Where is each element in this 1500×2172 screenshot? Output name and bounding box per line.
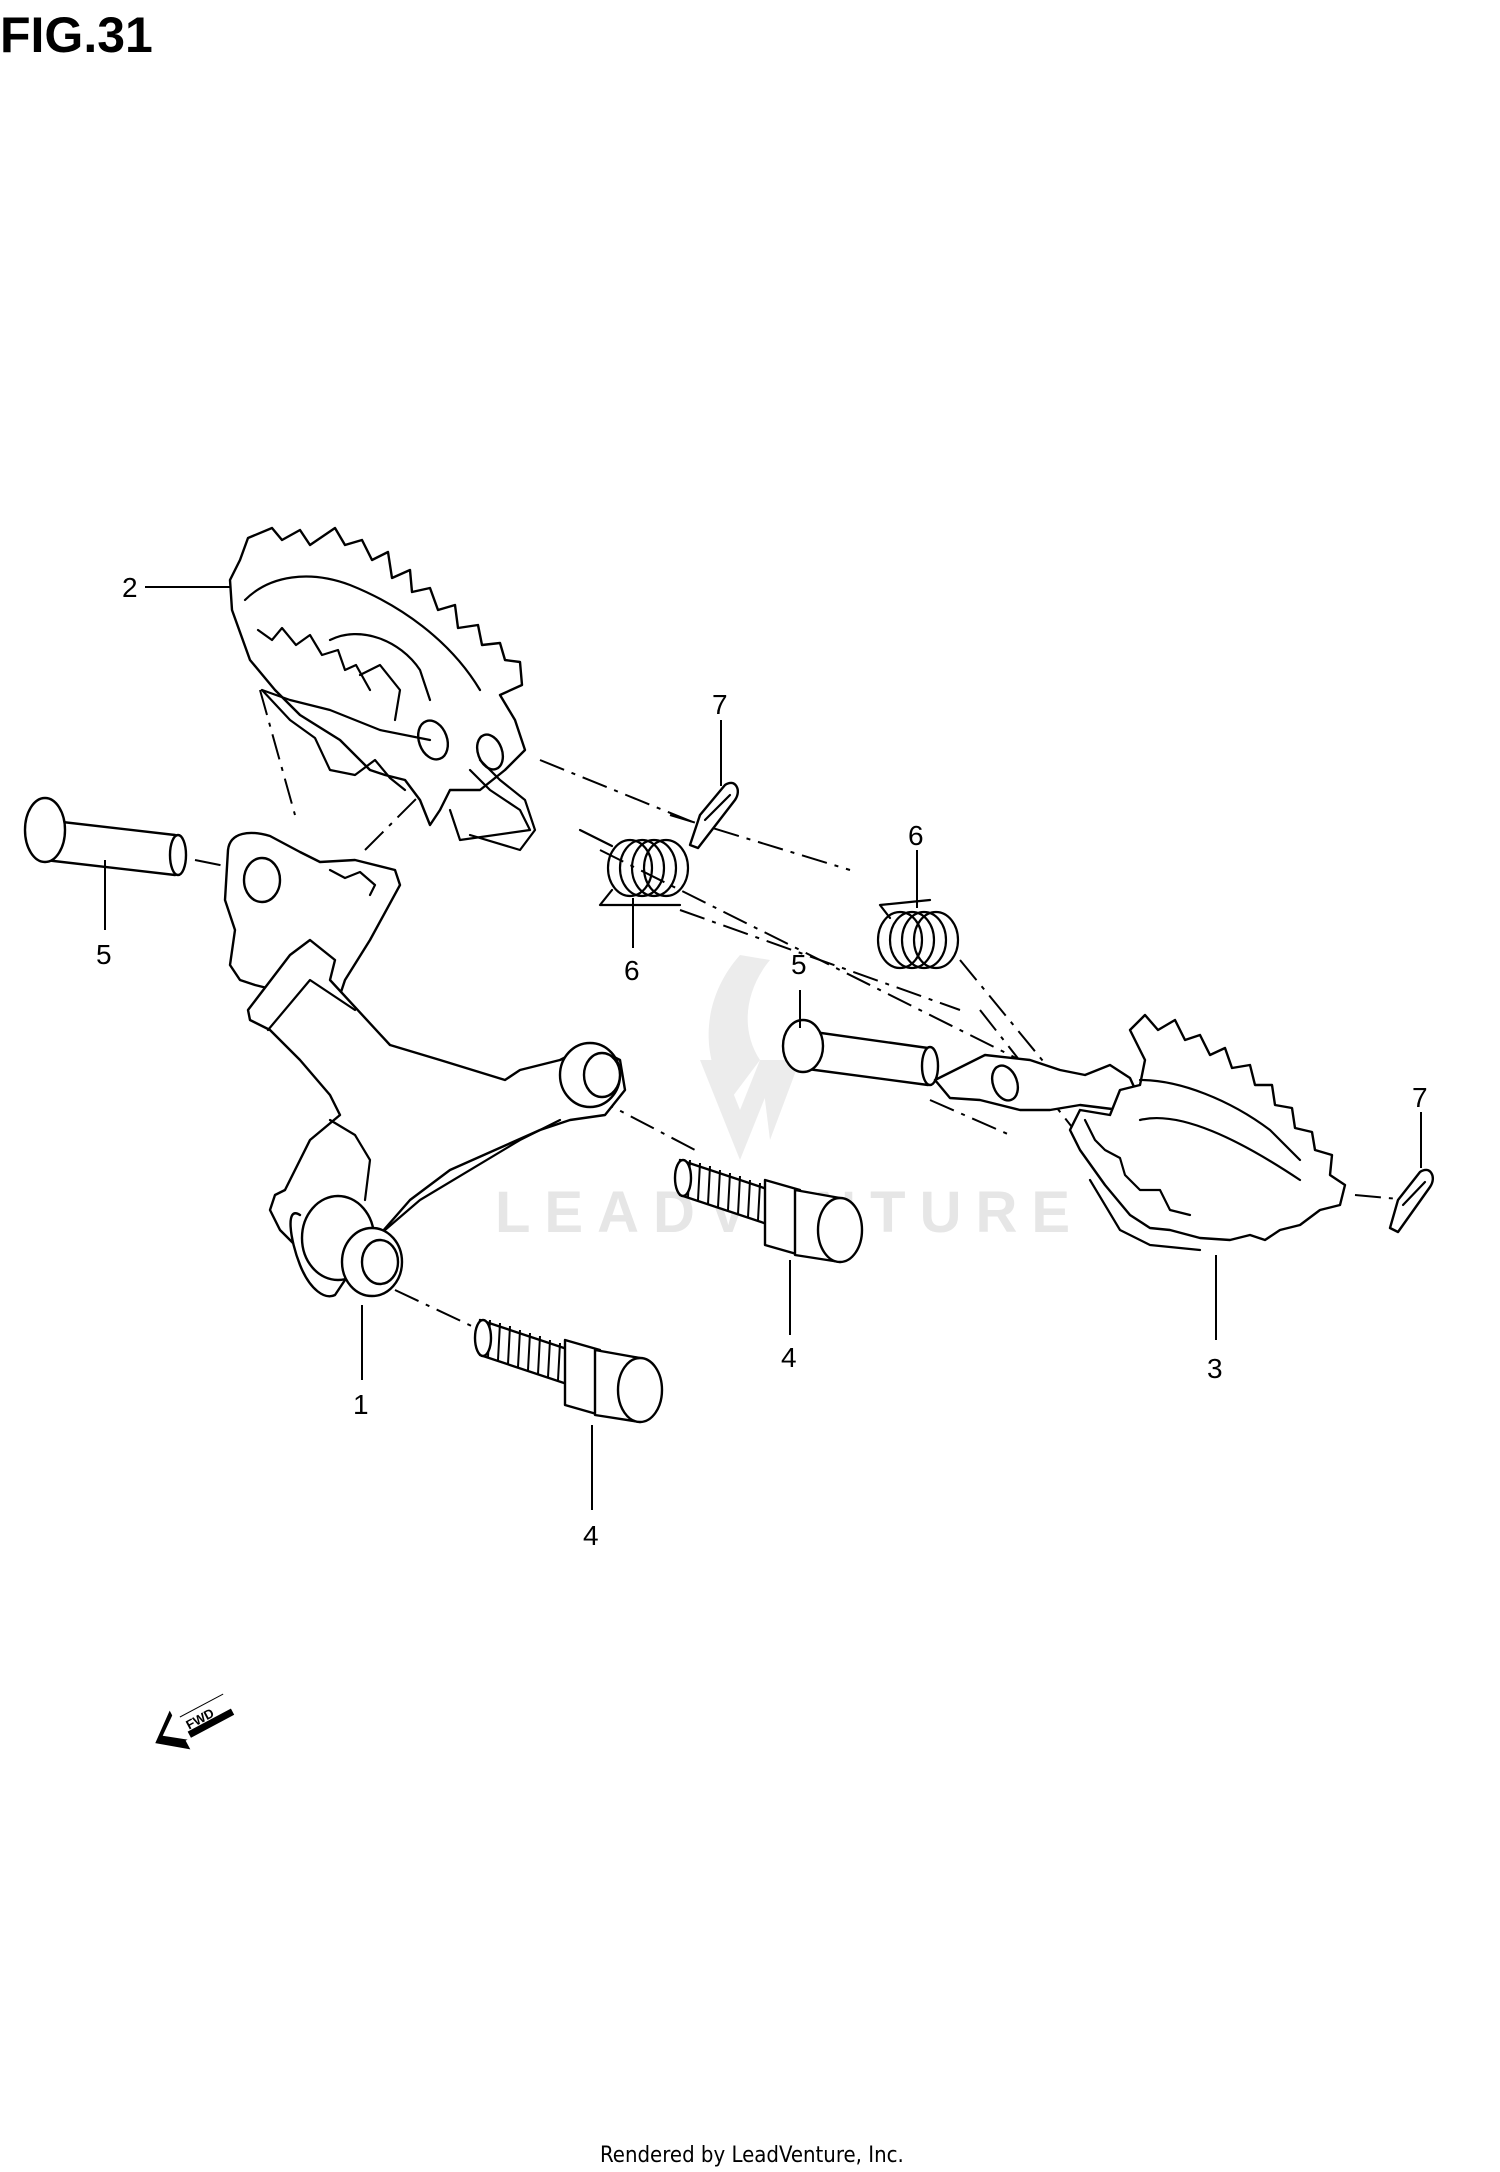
forward-direction-badge: FWD	[155, 1693, 235, 1750]
callout-5-left: 5	[96, 939, 112, 970]
bolt-upper	[673, 1158, 864, 1264]
callout-6-right: 6	[908, 820, 924, 851]
cotter-pin-left	[688, 781, 739, 850]
callout-4-lower: 4	[583, 1520, 599, 1551]
figure-title: FIG.31	[0, 7, 153, 63]
callout-7-left: 7	[712, 689, 728, 720]
callout-2: 2	[122, 572, 138, 603]
return-spring-right	[876, 898, 960, 970]
callout-5-right: 5	[791, 949, 807, 980]
footpeg-bracket	[223, 831, 627, 1298]
clevis-pin-left	[23, 796, 188, 877]
footer-credit: Rendered by LeadVenture, Inc.	[600, 2143, 904, 2168]
cotter-pin-right	[1388, 1168, 1434, 1234]
callout-1: 1	[353, 1389, 369, 1420]
watermark-logo-icon	[700, 955, 800, 1160]
callout-7-right: 7	[1412, 1082, 1428, 1113]
right-footpeg	[933, 1013, 1347, 1252]
callout-6-left: 6	[624, 955, 640, 986]
callout-4-upper: 4	[781, 1342, 797, 1373]
callout-3: 3	[1207, 1353, 1223, 1384]
bolt-lower	[473, 1318, 664, 1424]
callouts: 2 7 5 6 6 5 7 4 3 1 4	[96, 572, 1428, 1551]
clevis-pin-right	[781, 1018, 940, 1087]
return-spring-left	[578, 828, 690, 907]
left-footpeg	[228, 526, 537, 852]
